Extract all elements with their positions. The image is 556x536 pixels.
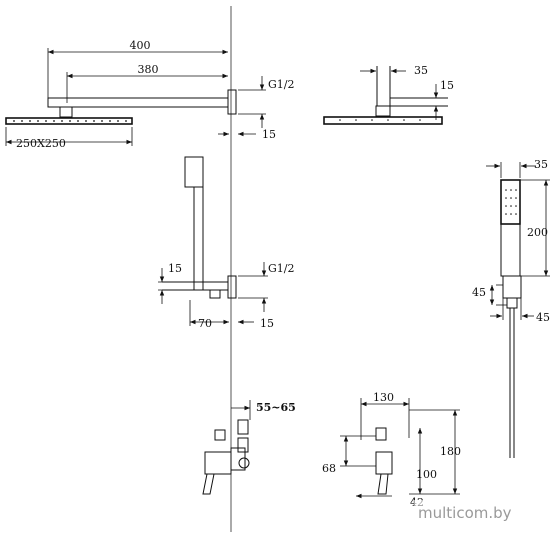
dim-holder-height: 45	[472, 286, 486, 299]
mixer-side-view: 55~65	[202, 400, 296, 495]
dim-bracket-height: 15	[168, 262, 182, 275]
head-side-view: 35 15	[323, 64, 454, 125]
dim-mixer-depth: 55~65	[256, 401, 296, 414]
hand-shower-nozzles	[505, 189, 517, 215]
hand-shower-bracket-view: 15 G1/2 70 15	[158, 156, 295, 330]
dim-head-side-height: 15	[440, 79, 454, 92]
dim-head-size: 250X250	[16, 137, 66, 150]
hand-shower-detail: 35 200 45 45	[472, 158, 550, 458]
side-head-nozzles	[339, 119, 421, 121]
dim-box-left: 68	[322, 462, 336, 475]
dim-hand-width: 35	[534, 158, 548, 171]
watermark-text: multicom.by	[418, 504, 512, 522]
watermark-background	[414, 500, 556, 526]
dim-head-side-width: 35	[414, 64, 428, 77]
dim-bracket-width: 70	[198, 317, 212, 330]
shower-arm-view: 400 380 G1/2 15 250X250	[5, 39, 295, 150]
rain-head-nozzles	[13, 120, 127, 122]
dim-arm-inner: 380	[138, 63, 159, 76]
dim-box-height: 180	[440, 445, 461, 458]
dim-arm-outer: 400	[130, 39, 151, 52]
dim-box-width: 130	[373, 391, 394, 404]
dim-box-inner-height: 100	[416, 468, 437, 481]
dim-wall-offset-top: 15	[262, 128, 276, 141]
dim-holder-width: 45	[536, 311, 550, 324]
dim-hand-length: 200	[527, 226, 548, 239]
dim-bracket-offset: 15	[260, 317, 274, 330]
mixer-front-view: 130 180 100 68 42	[322, 391, 461, 509]
dim-thread-top: G1/2	[268, 78, 295, 91]
dim-thread-bracket: G1/2	[268, 262, 295, 275]
